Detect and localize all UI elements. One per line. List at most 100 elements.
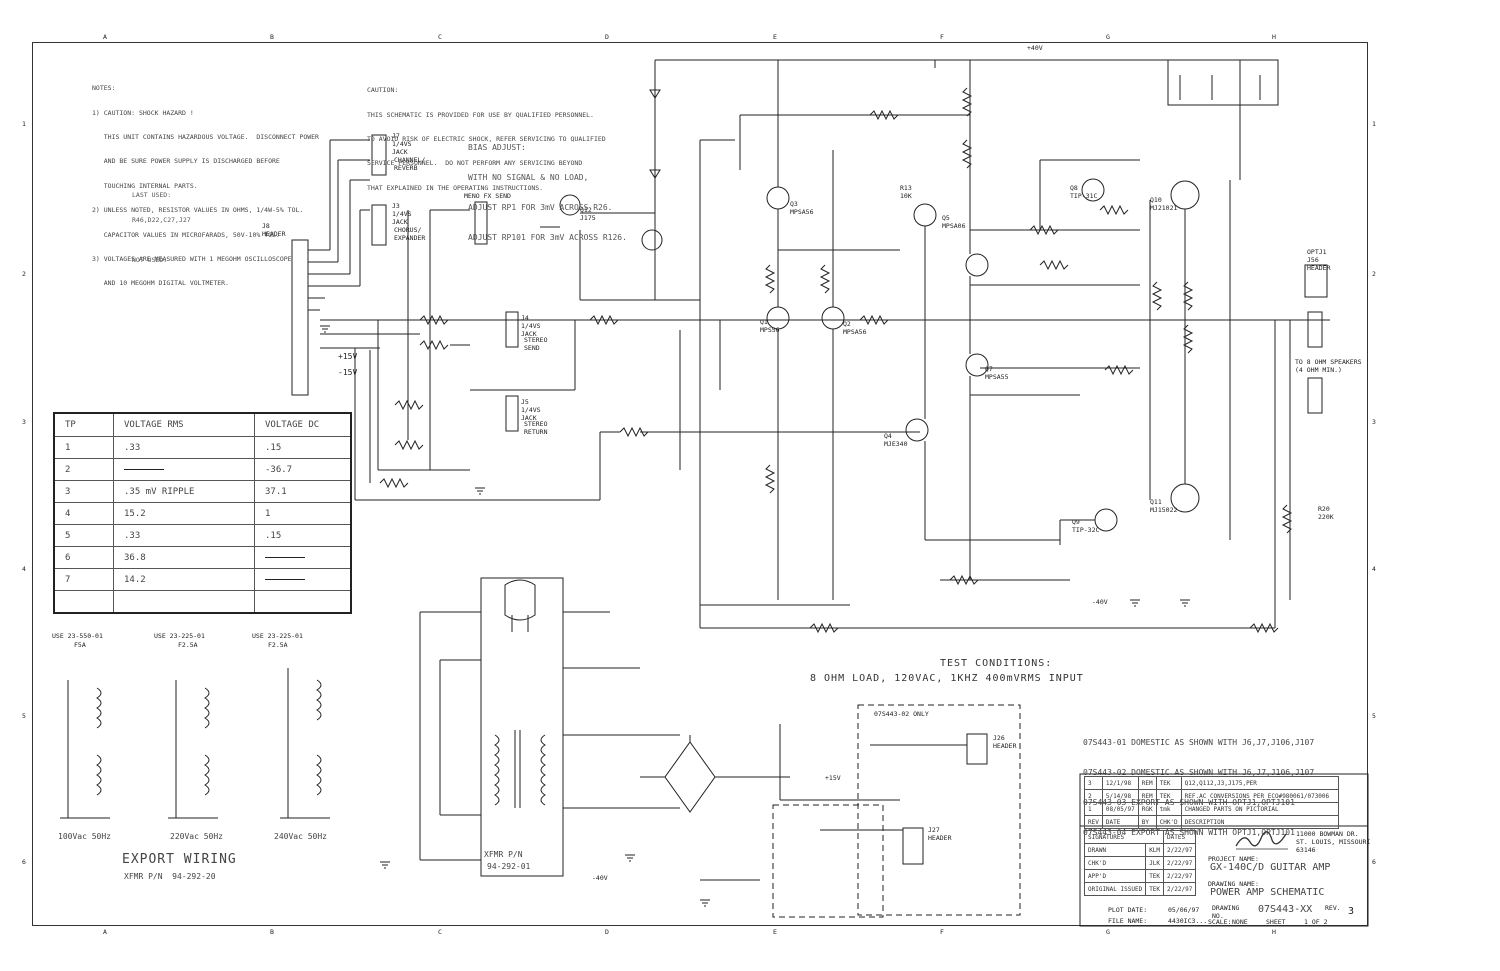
grid-c-bottom: C (438, 928, 442, 936)
grid-5-right: 5 (1372, 712, 1376, 720)
bias-line: ADJUST RP1 FOR 3mV ACROSS R26. (468, 203, 613, 212)
drawing-no-label: DRAWING NO. (1212, 904, 1240, 921)
minus-15v-label: -15V (338, 368, 358, 377)
grid-a-bottom: A (103, 928, 107, 936)
sig-cell: ORIGINAL ISSUED (1083, 882, 1147, 896)
project-name: GX-140C/D GUITAR AMP (1210, 862, 1331, 873)
sig-cell: TEK (1145, 882, 1165, 896)
caution-line: SERVICE PERSONNEL. DO NOT PERFORM ANY SE… (367, 159, 583, 168)
cell-dc: .15 (254, 524, 352, 547)
dash-line (265, 578, 305, 580)
sig-cell: CHK'D (1083, 856, 1147, 870)
voltage-label-220: 220Vac 50Hz (170, 832, 223, 841)
notes-line: 2) UNLESS NOTED, RESISTOR VALUES IN OHMS… (92, 206, 304, 215)
scale-value: NONE (1232, 918, 1248, 926)
sig-cell: 2/22/97 (1163, 882, 1197, 896)
cell-rms: 14.2 (113, 568, 255, 591)
sig-cell: 2/22/97 (1163, 856, 1197, 870)
grid-3: 3 (22, 418, 26, 426)
plot-date-label: PLOT DATE: (1108, 906, 1148, 914)
rev-cell: REF.AC CONVERSIONS PER ECO#980061/073006 (1180, 789, 1339, 803)
notes-line: NOTES: (92, 84, 116, 93)
transistor-q3-label: Q3 MPSA56 (790, 200, 814, 217)
grid-f: F (940, 33, 944, 41)
export-wiring-part: XFMR P/N 94-292-20 (124, 872, 216, 881)
cell-rms (113, 590, 255, 614)
fuse-rating-2: F2.5A (178, 641, 198, 649)
cell-tp: 7 (53, 568, 114, 591)
drawing-name: POWER AMP SCHEMATIC (1210, 887, 1325, 898)
grid-a: A (103, 33, 107, 41)
drawing-label: DRAWING NAME: (1208, 880, 1259, 888)
grid-3-right: 3 (1372, 418, 1376, 426)
caution-line: THAT EXPLAINED IN THE OPERATING INSTRUCT… (367, 183, 544, 192)
last-used-line: LAST USED: (132, 191, 172, 200)
sig-cell: JLK (1145, 856, 1165, 870)
project-label: PROJECT NAME: (1208, 855, 1259, 863)
optj1-label: OPTJ1 J56 HEADER (1307, 248, 1331, 273)
resistor-r20-label: R20 220K (1318, 505, 1334, 522)
drawing-no: 07S443-XX (1258, 904, 1313, 915)
rev-label: REV. (1325, 904, 1341, 912)
file-name: 4430IC3... (1168, 917, 1208, 925)
caution-line: THIS SCHEMATIC IS PROVIDED FOR USE BY QU… (367, 110, 594, 119)
minus-40v-label-2: -40V (592, 874, 608, 882)
jack-j3-desc: CHORUS/ EXPANDER (394, 226, 426, 243)
table-row (53, 590, 352, 614)
grid-g-bottom: G (1106, 928, 1110, 936)
grid-d: D (605, 33, 609, 41)
rev-cell: DATE (1101, 815, 1139, 829)
cell-tp: 5 (53, 524, 114, 547)
plus-15v-label-2: +15V (825, 774, 841, 782)
cell-dc (254, 546, 352, 569)
scale-label: SCALE: (1208, 918, 1232, 926)
revision-table: 3 12/1/98 REM TEK Q12,Q112,J3,J175,PER 2… (1084, 776, 1339, 829)
rev-cell: TEK (1155, 776, 1182, 790)
transistor-q12-label: Q12 J175 (580, 206, 596, 223)
grid-2: 2 (22, 270, 26, 278)
rev-cell: BY (1137, 815, 1157, 829)
caution-line: TO AVOID RISK OF ELECTRIC SHOCK, REFER S… (367, 135, 606, 143)
rev-cell: Q12,Q112,J3,J175,PER (1180, 776, 1339, 790)
variant-line: 07S443-01 DOMESTIC AS SHOWN WITH J6,J7,J… (1083, 738, 1315, 747)
speakers-label: TO 8 OHM SPEAKERS (4 OHM MIN.) (1295, 358, 1362, 375)
sig-cell: APP'D (1083, 869, 1147, 883)
rev-cell: 12/1/98 (1101, 776, 1139, 790)
table-row: 3 12/1/98 REM TEK Q12,Q112,J3,J175,PER (1084, 776, 1339, 790)
sig-cell: DRAWN (1083, 843, 1147, 857)
cell-tp: 4 (53, 502, 114, 525)
rev-cell: TEK (1155, 789, 1182, 803)
transistor-q4-label: Q4 MJE340 (884, 432, 908, 449)
table-row: 6 36.8 (53, 546, 352, 569)
grid-5: 5 (22, 712, 26, 720)
table-row: APP'D TEK 2/22/97 (1083, 869, 1197, 883)
grid-4-right: 4 (1372, 565, 1376, 573)
table-row: 3 .35 mV RIPPLE 37.1 (53, 480, 352, 503)
grid-1-right: 1 (1372, 120, 1376, 128)
rev-cell: REM (1137, 776, 1157, 790)
fuse-use-1: USE 23-550-01 (52, 632, 103, 640)
minus-40v-label: -40V (1092, 598, 1108, 606)
rev-cell: 08/05/97 (1101, 802, 1139, 816)
cell-rms: .33 (113, 524, 255, 547)
cell-tp: 6 (53, 546, 114, 569)
rev-cell: CHK'D (1155, 815, 1182, 829)
table-row: 4 15.2 1 (53, 502, 352, 525)
transistor-q5-label: Q5 MPSA06 (942, 214, 966, 231)
table-row: ORIGINAL ISSUED TEK 2/22/97 (1083, 882, 1197, 896)
table-row: 5 .33 .15 (53, 524, 352, 547)
bias-line: WITH NO SIGNAL & NO LOAD, (468, 173, 589, 182)
grid-b-bottom: B (270, 928, 274, 936)
resistor-r13-label: R13 10K (900, 184, 912, 201)
sheet-value: 1 OF 2 (1304, 918, 1328, 926)
notes-line: THIS UNIT CONTAINS HAZARDOUS VOLTAGE. DI… (92, 133, 319, 141)
test-conditions-title: TEST CONDITIONS: (940, 658, 1053, 669)
file-name-label: FILE NAME: (1108, 917, 1148, 925)
dash-line (265, 556, 305, 558)
grid-6-right: 6 (1372, 858, 1376, 866)
caution-line: CAUTION: (367, 86, 399, 95)
last-used-block: LAST USED: R46,D22,C27,J27 NOT USED: (132, 175, 191, 273)
grid-1: 1 (22, 120, 26, 128)
header-j26-label: J26 HEADER (993, 734, 1017, 751)
notes-line: AND BE SURE POWER SUPPLY IS DISCHARGED B… (92, 157, 280, 166)
